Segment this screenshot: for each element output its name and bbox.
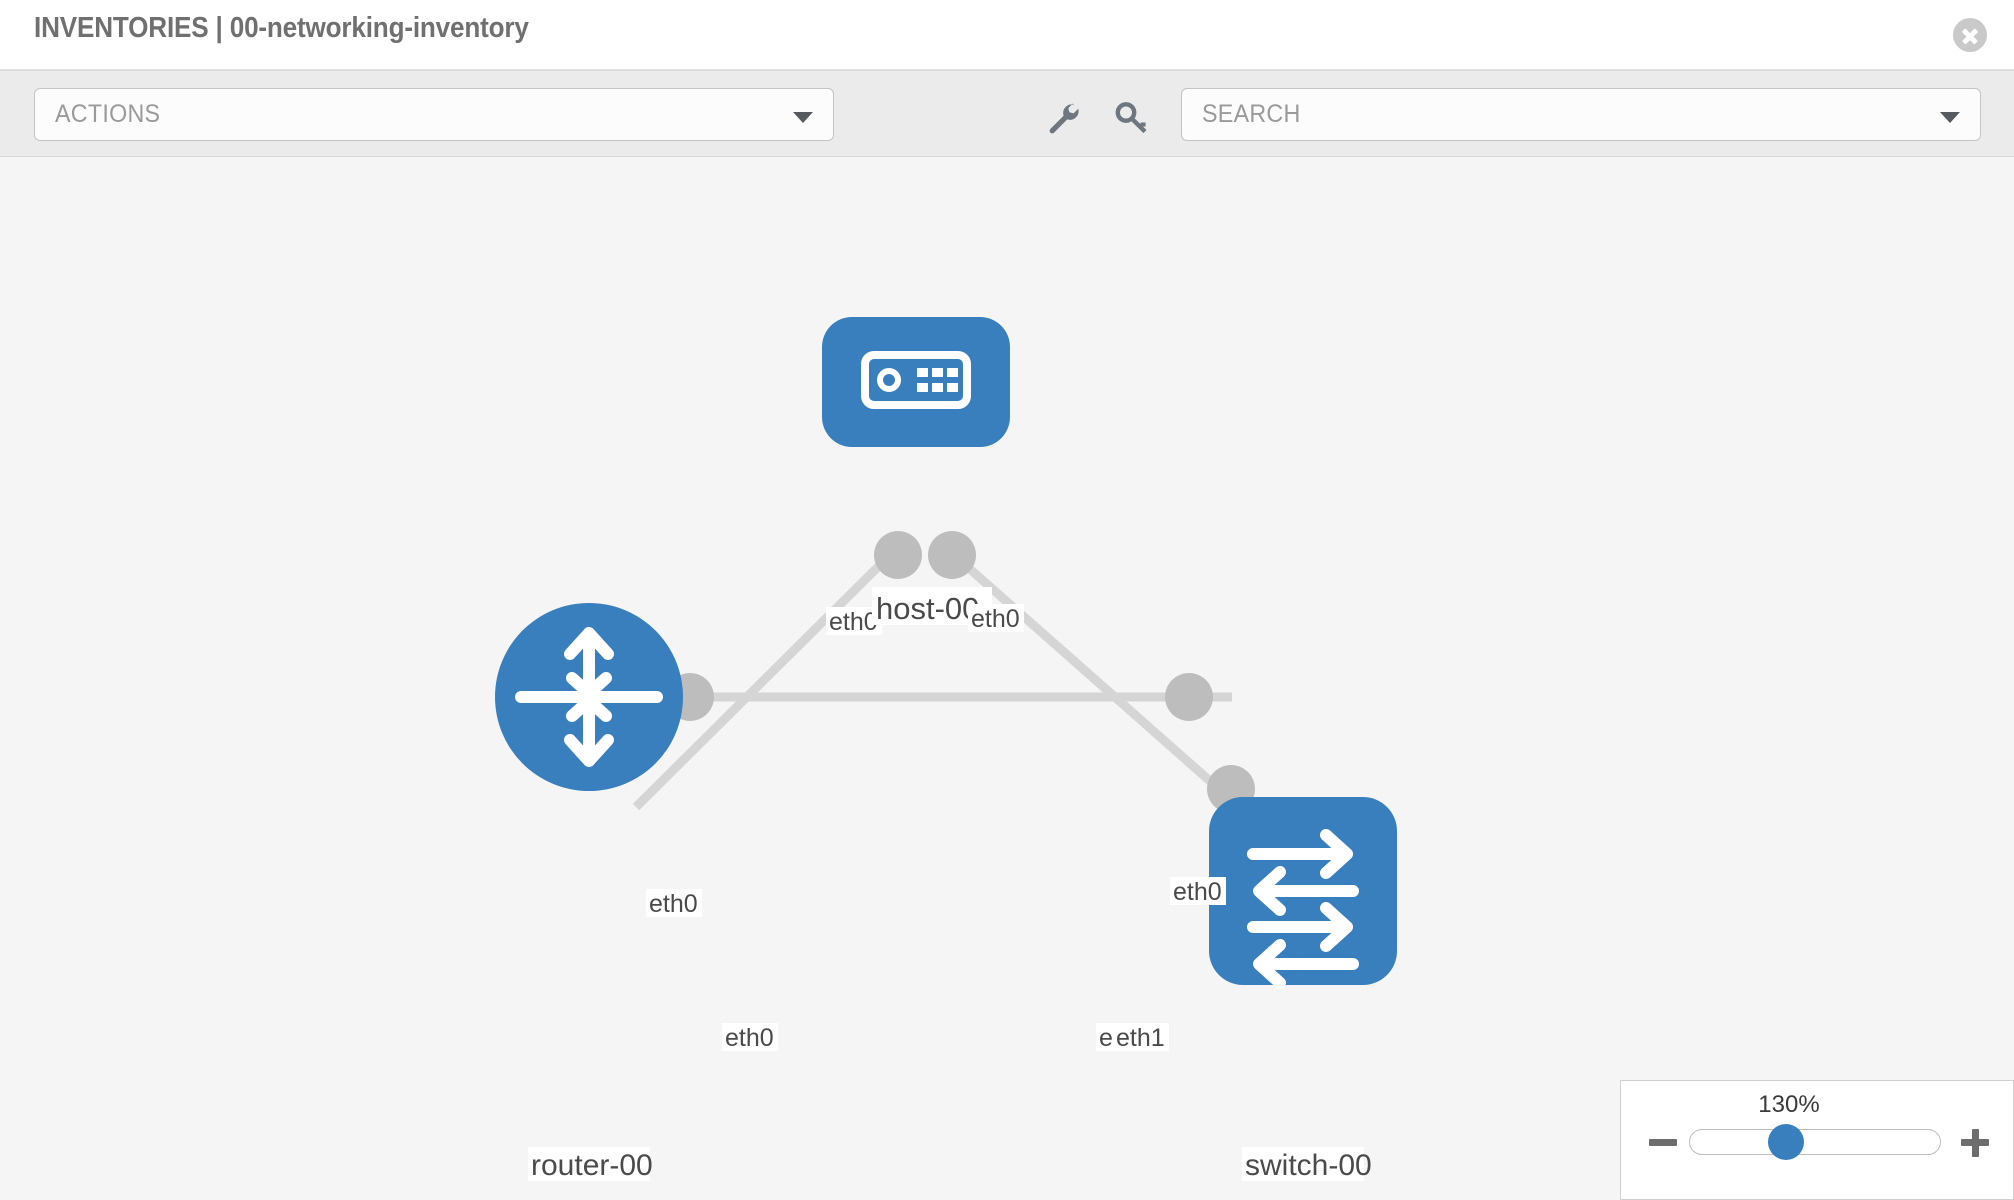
switch-arrows-icon [1247, 829, 1359, 989]
topology-canvas[interactable]: eth0 host-00 eth0 eth0 [0, 157, 2014, 1200]
actions-dropdown-label: ACTIONS [55, 100, 161, 128]
edge-label-text: eth0 [1173, 878, 1222, 906]
edge-label-text: eth0 [649, 890, 698, 918]
node-switch-00[interactable] [1209, 797, 1397, 989]
node-host-00[interactable] [822, 317, 1010, 447]
connector-switch-left[interactable] [1165, 673, 1213, 721]
server-icon [861, 351, 971, 409]
zoom-slider-track[interactable] [1689, 1129, 1941, 1155]
zoom-in-button[interactable] [1961, 1127, 1991, 1157]
node-label-switch-00: switch-00 [1242, 1147, 1372, 1182]
topology-links [632, 543, 1248, 816]
node-label-text: switch-00 [1245, 1149, 1372, 1182]
connector-host-right[interactable] [928, 531, 976, 579]
wrench-icon[interactable] [1043, 98, 1083, 138]
page-title: INVENTORIES | 00-networking-inventory [34, 12, 529, 44]
node-label-text: router-00 [531, 1149, 653, 1182]
node-label-router-00: router-00 [528, 1147, 653, 1182]
zoom-level-label: 130% [1758, 1091, 1820, 1118]
node-router-00[interactable] [495, 603, 683, 791]
zoom-out-button[interactable] [1649, 1127, 1679, 1157]
edge-label-switch-eth1: eth1 [1113, 1023, 1169, 1052]
zoom-control-panel: 130% [1620, 1080, 2014, 1200]
search-placeholder: SEARCH [1202, 100, 1301, 128]
topology-connectors [666, 531, 1255, 813]
title-bar: INVENTORIES | 00-networking-inventory [0, 0, 2014, 70]
edge-label-text: eth1 [1116, 1024, 1165, 1052]
edge-label-router-switch-left: eth0 [722, 1023, 778, 1052]
chevron-down-icon [793, 112, 813, 123]
edge-label-text: eth0 [971, 605, 1020, 633]
chevron-down-icon [1940, 112, 1960, 123]
node-label-text: host-00 [876, 591, 979, 626]
actions-dropdown[interactable]: ACTIONS [34, 88, 834, 141]
close-icon[interactable] [1953, 18, 1987, 52]
edge-label-text: eth0 [829, 608, 878, 636]
key-icon[interactable] [1112, 98, 1152, 138]
search-input[interactable]: SEARCH [1181, 88, 1981, 141]
topology-labels: eth0 host-00 eth0 eth0 [528, 587, 1372, 1182]
toolbar: ACTIONS SEARCH [0, 70, 2014, 157]
router-arrows-icon [515, 627, 663, 767]
link-router-host[interactable] [632, 543, 902, 811]
zoom-slider-thumb[interactable] [1768, 1124, 1804, 1160]
connector-host-left[interactable] [874, 531, 922, 579]
topology-graph: eth0 host-00 eth0 eth0 [495, 317, 1397, 1182]
edge-label-router-host: eth0 [646, 889, 702, 918]
edge-label-switch-host: eth0 [1170, 877, 1226, 906]
edge-label-host-right: eth0 [968, 604, 1024, 633]
edge-label-text: eth0 [725, 1024, 774, 1052]
link-host-switch[interactable] [942, 543, 1248, 816]
